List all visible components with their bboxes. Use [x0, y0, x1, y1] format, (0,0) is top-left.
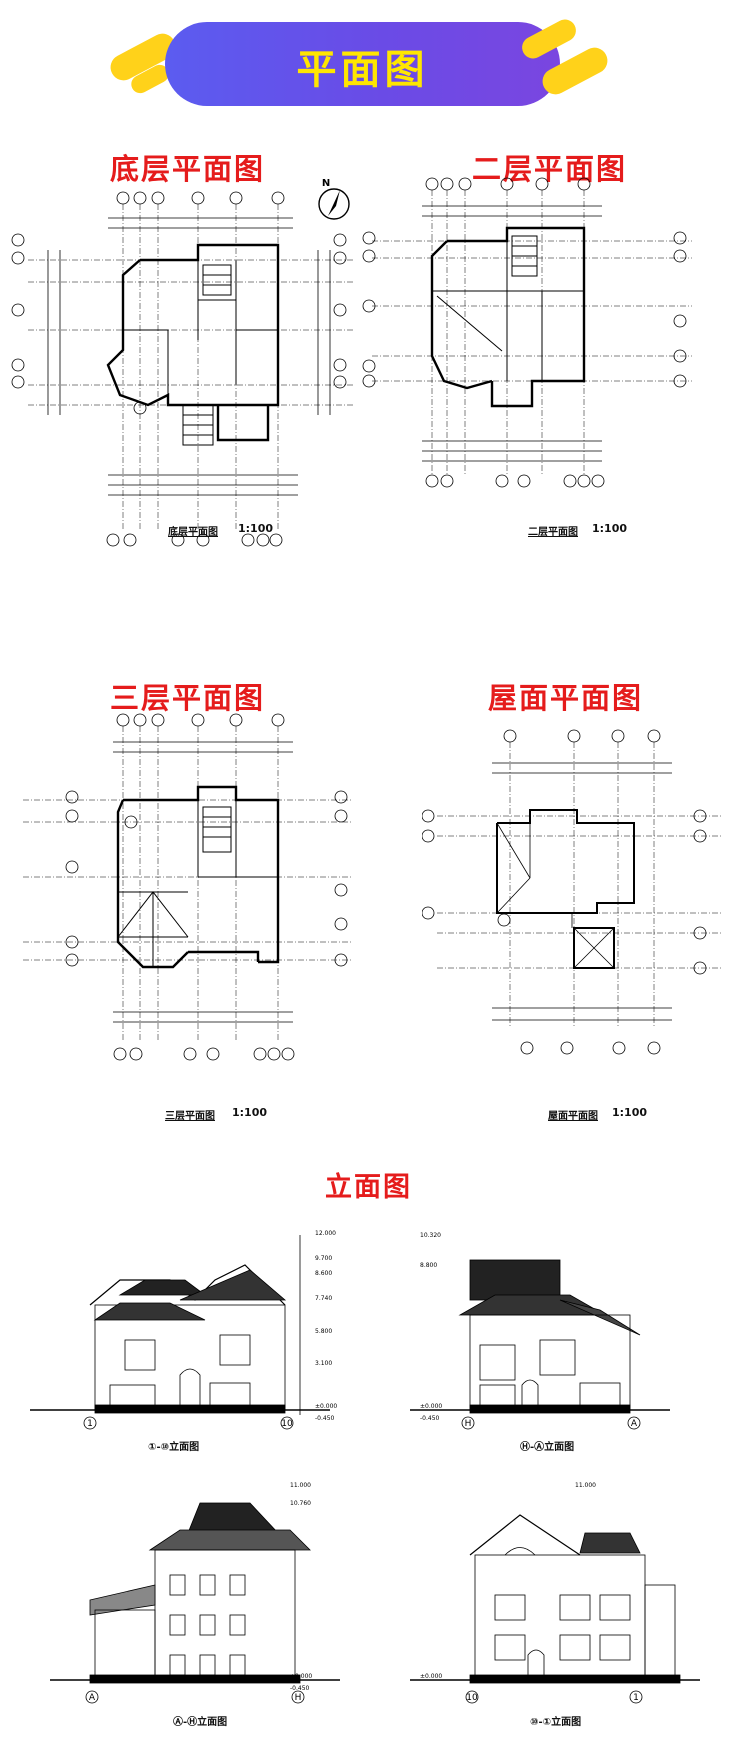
svg-text:12.000: 12.000 — [315, 1230, 336, 1237]
svg-text:-0.450: -0.450 — [290, 1685, 310, 1692]
elevation-drawing-1-10: 12.000 9.700 8.600 7.740 5.800 3.100 ±0.… — [30, 1225, 370, 1434]
svg-text:8.600: 8.600 — [315, 1270, 332, 1277]
svg-text:±0.000: ±0.000 — [290, 1673, 312, 1680]
elevation-caption-H-A: Ⓗ-Ⓐ立面图 — [520, 1442, 575, 1453]
svg-text:1: 1 — [87, 1419, 93, 1429]
svg-text:±0.000: ±0.000 — [420, 1403, 442, 1410]
elevation-caption-A-H: Ⓐ-Ⓗ立面图 — [173, 1717, 228, 1728]
compass-label: N — [322, 178, 330, 189]
svg-text:H: H — [465, 1419, 472, 1429]
svg-text:1: 1 — [633, 1693, 639, 1703]
plan-title-second: 二层平面图 — [472, 152, 628, 186]
elevation-title: 立面图 — [325, 1172, 412, 1203]
svg-text:±0.000: ±0.000 — [420, 1673, 442, 1680]
svg-text:9.700: 9.700 — [315, 1255, 332, 1262]
svg-text:A: A — [631, 1419, 638, 1429]
plan-drawing-third — [8, 712, 353, 1067]
plan-scale-second: 1:100 — [592, 522, 628, 535]
plan-caption-second: 二层平面图 — [528, 527, 578, 538]
north-compass-icon: N — [314, 176, 354, 222]
banner: 平面图 — [165, 22, 560, 106]
plan-title-ground: 底层平面图 — [110, 152, 266, 186]
plan-title-third: 三层平面图 — [110, 681, 266, 715]
svg-text:10: 10 — [466, 1693, 478, 1703]
banner-title: 平面图 — [296, 47, 429, 93]
svg-text:8.800: 8.800 — [420, 1262, 437, 1269]
plan-scale-roof: 1:100 — [612, 1106, 648, 1119]
svg-text:±0.000: ±0.000 — [315, 1403, 337, 1410]
svg-text:10.320: 10.320 — [420, 1232, 441, 1239]
plan-drawing-roof — [422, 728, 732, 1078]
svg-text:10.760: 10.760 — [290, 1500, 311, 1507]
plan-drawing-ground — [8, 190, 353, 560]
elevation-drawing-A-H: 11.000 10.760 ±0.000 -0.450 A H — [50, 1475, 360, 1709]
plan-caption-third: 三层平面图 — [165, 1111, 215, 1122]
svg-text:-0.450: -0.450 — [315, 1415, 335, 1422]
plan-caption-roof: 屋面平面图 — [548, 1111, 598, 1122]
svg-text:3.100: 3.100 — [315, 1360, 332, 1367]
svg-text:H: H — [295, 1693, 302, 1703]
plan-caption-ground: 底层平面图 — [168, 527, 218, 538]
plan-title-roof: 屋面平面图 — [488, 681, 644, 715]
plan-drawing-second — [362, 176, 707, 506]
svg-text:11.000: 11.000 — [575, 1482, 596, 1489]
svg-text:11.000: 11.000 — [290, 1482, 311, 1489]
elevation-drawing-H-A: 10.320 8.800 ±0.000 -0.450 H A — [410, 1225, 720, 1434]
elevation-drawing-10-1: 11.000 ±0.000 10 1 — [410, 1475, 720, 1709]
svg-text:5.800: 5.800 — [315, 1328, 332, 1335]
elevation-caption-10-1: ⑩-①立面图 — [530, 1717, 582, 1728]
svg-text:A: A — [89, 1693, 96, 1703]
axis-bubbles-top — [116, 191, 285, 205]
plan-scale-third: 1:100 — [232, 1106, 268, 1119]
elevation-caption-1-10: ①-⑩立面图 — [148, 1442, 200, 1453]
svg-text:10: 10 — [281, 1419, 293, 1429]
plan-scale-ground: 1:100 — [238, 522, 274, 535]
svg-text:7.740: 7.740 — [315, 1295, 332, 1302]
svg-text:-0.450: -0.450 — [420, 1415, 440, 1422]
